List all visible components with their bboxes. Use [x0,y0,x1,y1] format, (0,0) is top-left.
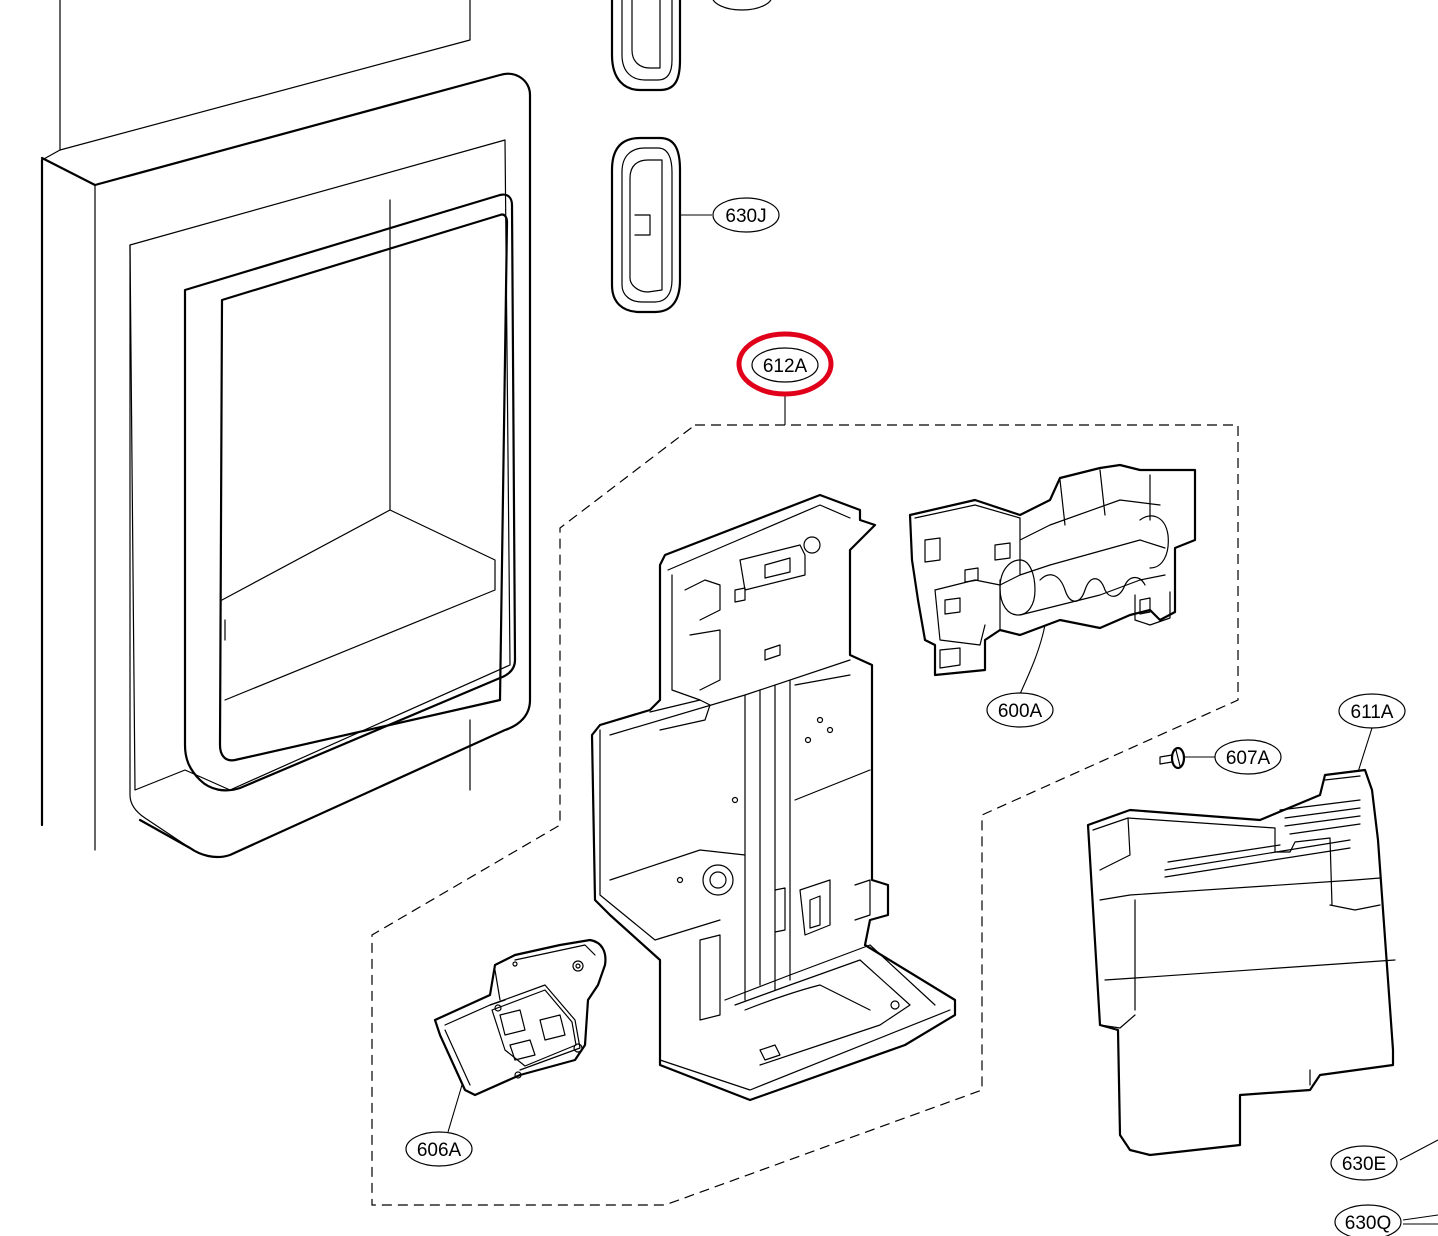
assembly-boundary [371,424,1239,1206]
damper-assembly [433,938,607,1097]
svg-text:612A: 612A [763,356,808,377]
gasket-top [610,0,772,92]
svg-text:630E: 630E [1342,1154,1386,1175]
ice-chute-housing [590,493,957,1102]
callout-630q: 630Q [1334,1204,1402,1236]
callout-612a: 612A [736,331,834,397]
svg-text:606A: 606A [417,1140,462,1161]
callout-607a: 607A [1214,739,1282,775]
callout-606a: 606A [405,1131,473,1167]
svg-text:600A: 600A [998,701,1043,722]
gasket-630j [610,136,682,314]
cover-panel [1086,768,1396,1157]
screw [1159,746,1186,770]
refrigerator-door [40,0,532,859]
svg-text:607A: 607A [1226,748,1271,769]
callout-630j: 630J [712,197,780,233]
leader-lines [447,214,1438,1225]
svg-text:630Q: 630Q [1345,1213,1391,1234]
svg-text:611A: 611A [1351,702,1394,723]
ice-maker-assembly [908,463,1197,677]
svg-text:630J: 630J [725,206,766,227]
callout-611a: 611A [1338,693,1406,729]
callout-600a: 600A [986,692,1054,728]
highlight-ring [736,331,834,397]
callout-630e: 630E [1330,1145,1398,1181]
